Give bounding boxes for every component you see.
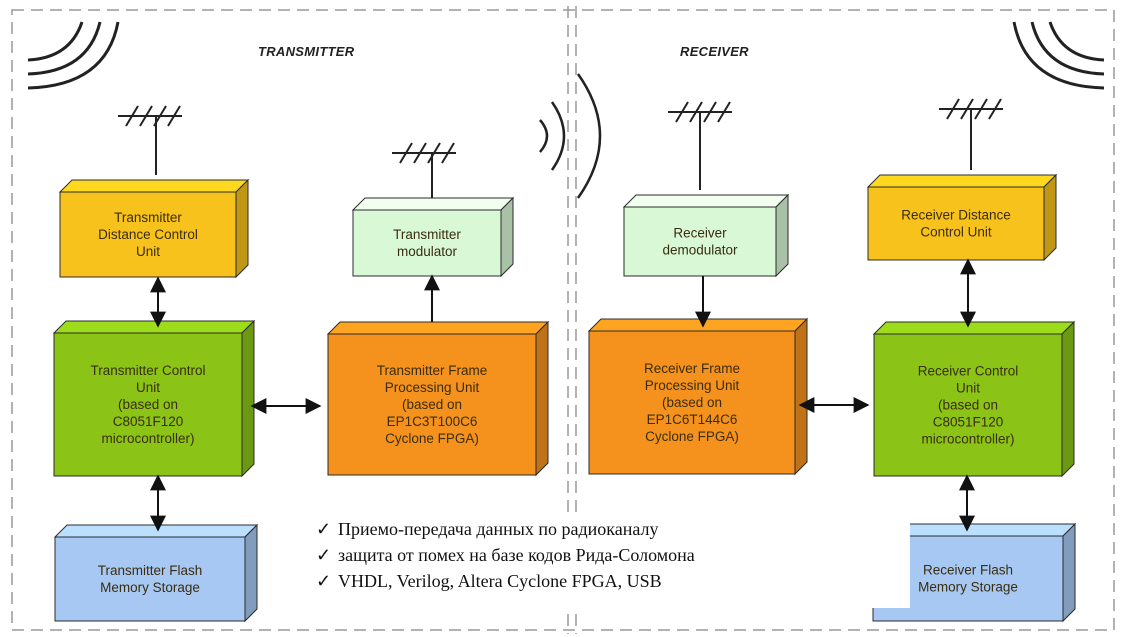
block-label-line: Unit (136, 380, 160, 395)
note-item: ✓ защита от помех на базе кодов Рида-Соло… (310, 542, 910, 568)
block-label-line: Transmitter Flash (98, 563, 203, 578)
tx-mod-block: Transmitter modulator (351, 196, 515, 278)
block-label-line: microcontroller) (921, 432, 1014, 447)
block-label-line: Control Unit (920, 225, 992, 240)
feature-notes: ✓ Приемо-передача данных по радиоканалу ✓… (310, 516, 910, 608)
radio-waves-right-icon (1012, 21, 1105, 90)
block-label-line: Transmitter Frame (377, 363, 488, 378)
block-label-line: Unit (956, 381, 980, 396)
block-label-line: modulator (397, 244, 458, 259)
block-label-line: Transmitter (114, 210, 182, 225)
block-label-line: Processing Unit (385, 380, 480, 395)
block-label-line: (based on (662, 395, 722, 410)
checkmark-icon: ✓ (316, 519, 332, 539)
block-label-line: Transmitter Control (90, 363, 205, 378)
block-label-line: Memory Storage (100, 580, 200, 595)
note-text: защита от помех на базе кодов Рида-Солом… (338, 545, 695, 565)
radio-waves-left-icon (27, 21, 120, 90)
block-label-line: Transmitter (393, 227, 461, 242)
block-label-line: (based on (938, 398, 998, 413)
receiver-header: RECEIVER (680, 44, 749, 59)
block-label-line: Processing Unit (645, 378, 740, 393)
note-text: VHDL, Verilog, Altera Cyclone FPGA, USB (338, 571, 662, 591)
block-label-line: Receiver Flash (923, 563, 1013, 578)
block-label-line: demodulator (662, 243, 738, 258)
block-label-line: C8051F120 (933, 415, 1004, 430)
block-label-line: Receiver Distance (901, 208, 1011, 223)
block-label-line: Receiver (673, 226, 727, 241)
antenna-icon (939, 98, 1003, 170)
note-text: Приемо-передача данных по радиоканалу (338, 519, 659, 539)
antenna-icon (392, 142, 456, 205)
block-label-line: Receiver Frame (644, 361, 740, 376)
connector-arrows (150, 258, 976, 532)
radio-waves-center-icon (539, 73, 602, 199)
block-label-line: Cyclone FPGA) (385, 431, 479, 446)
block-label-line: Memory Storage (918, 580, 1018, 595)
block-label-line: Receiver Control (918, 364, 1019, 379)
block-label-line: C8051F120 (113, 414, 184, 429)
transmitter-header: TRANSMITTER (258, 44, 355, 59)
block-label-line: (based on (118, 397, 178, 412)
block-label-line: microcontroller) (101, 431, 194, 446)
block-label-line: Cyclone FPGA) (645, 429, 739, 444)
note-item: ✓ Приемо-передача данных по радиоканалу (310, 516, 910, 542)
block-label-line: Unit (136, 244, 160, 259)
antenna-icon (118, 105, 182, 175)
antenna-icon (668, 101, 732, 190)
block-label-line: EP1C6T144C6 (647, 412, 738, 427)
block-label-line: (based on (402, 397, 462, 412)
outer-dashed-border (11, 9, 1115, 631)
checkmark-icon: ✓ (316, 545, 332, 565)
rx-dem-block: Receiver demodulator (622, 193, 790, 278)
note-item: ✓ VHDL, Verilog, Altera Cyclone FPGA, USB (310, 568, 910, 594)
checkmark-icon: ✓ (316, 571, 332, 591)
block-label-line: Distance Control (98, 227, 198, 242)
block-label-line: EP1C3T100C6 (387, 414, 478, 429)
